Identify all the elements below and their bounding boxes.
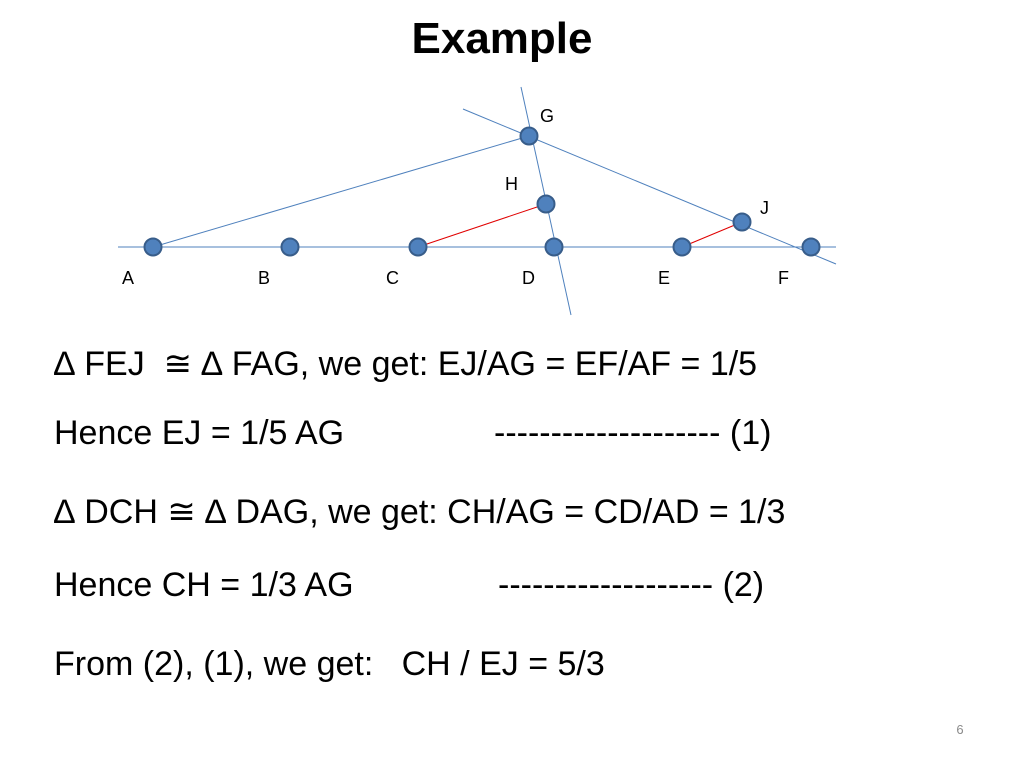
label-h: H [505, 174, 518, 194]
text-line-4-right: ------------------- (2) [498, 566, 765, 604]
text-line-4: Hence CH = 1/3 AG ------------------- (2… [54, 566, 764, 605]
label-b: B [258, 268, 270, 288]
geometry-diagram: A B C D E F G H J [118, 86, 837, 316]
point-d [544, 237, 564, 257]
point-c [408, 237, 428, 257]
label-a: A [122, 268, 134, 288]
line-ag [152, 135, 530, 248]
text-line-2: Hence EJ = 1/5 AG -------------------- (… [54, 414, 771, 453]
text-line-3: ∆ DCH ≅ ∆ DAG, we get: CH/AG = CD/AD = 1… [54, 493, 786, 531]
line-gf [462, 108, 837, 265]
label-c: C [386, 268, 399, 288]
point-g [519, 126, 539, 146]
point-j [732, 212, 752, 232]
label-g: G [540, 106, 554, 126]
text-line-5: From (2), (1), we get: CH / EJ = 5/3 [54, 645, 605, 683]
label-d: D [522, 268, 535, 288]
text-line-1: ∆ FEJ ≅ ∆ FAG, we get: EJ/AG = EF/AF = 1… [54, 345, 758, 383]
text-line-2-left: Hence EJ = 1/5 AG [54, 414, 345, 452]
label-f: F [778, 268, 789, 288]
point-f [801, 237, 821, 257]
segment-ej [681, 221, 743, 248]
slide-title: Example [411, 14, 593, 63]
text-line-2-right: -------------------- (1) [494, 414, 772, 452]
segment-ch [417, 203, 547, 248]
point-h [536, 194, 556, 214]
point-b [280, 237, 300, 257]
point-a [143, 237, 163, 257]
label-e: E [658, 268, 670, 288]
point-e [672, 237, 692, 257]
slide-number: 6 [956, 722, 964, 737]
label-j: J [760, 198, 769, 218]
text-line-4-left: Hence CH = 1/3 AG [54, 566, 354, 604]
